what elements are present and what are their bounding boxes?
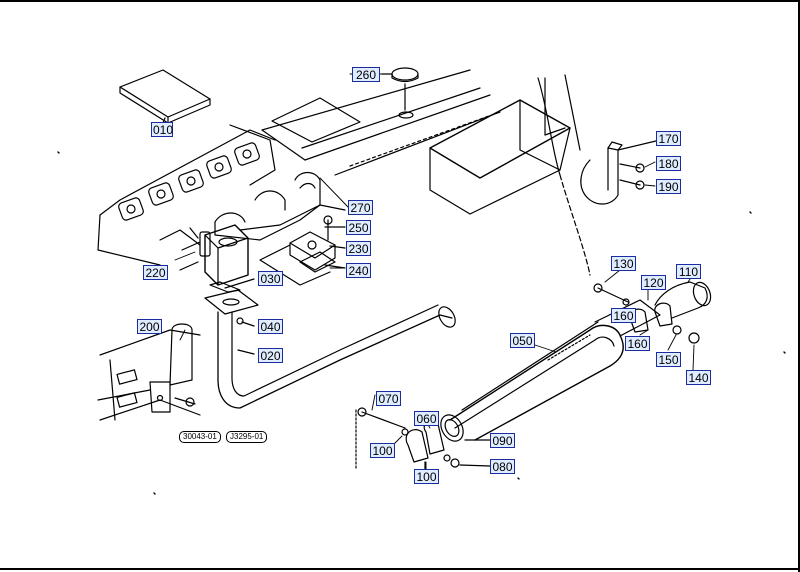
- part-020-exhaust-pipe: [217, 304, 456, 409]
- callout-260[interactable]: 260: [352, 67, 380, 82]
- part-110-tail-pipe: [593, 281, 712, 344]
- callout-230[interactable]: 230: [346, 241, 371, 256]
- part-270-manifold: [214, 171, 346, 241]
- callout-110[interactable]: 110: [676, 264, 701, 279]
- part-030-gasket: [204, 278, 259, 327]
- callout-270[interactable]: 270: [348, 200, 373, 215]
- callout-100-lower[interactable]: 100: [414, 469, 439, 484]
- stray-marks: [57, 151, 786, 495]
- callout-180[interactable]: 180: [656, 156, 681, 171]
- callout-130[interactable]: 130: [611, 256, 636, 271]
- leader-lines: [174, 73, 696, 471]
- callout-160-right[interactable]: 160: [625, 336, 650, 351]
- part-050-muffler: [440, 299, 661, 442]
- refcode-right: J3295-01: [226, 431, 268, 443]
- engine-block: [97, 124, 276, 266]
- callout-220[interactable]: 220: [143, 265, 168, 280]
- callout-080[interactable]: 080: [490, 459, 515, 474]
- callout-100-upper[interactable]: 100: [370, 443, 395, 458]
- callout-250[interactable]: 250: [346, 220, 371, 235]
- frame-bottom-border: [0, 568, 800, 570]
- part-060-clamp: [355, 407, 491, 471]
- frame-top-border: [0, 0, 800, 2]
- callout-020[interactable]: 020: [258, 348, 283, 363]
- callout-040[interactable]: 040: [258, 319, 283, 334]
- body-frame-panel: [261, 69, 501, 176]
- callout-060[interactable]: 060: [414, 411, 439, 426]
- part-230-flange: [259, 215, 346, 286]
- callout-190[interactable]: 190: [656, 179, 681, 194]
- callout-160-left[interactable]: 160: [611, 308, 636, 323]
- callout-030[interactable]: 030: [258, 271, 283, 286]
- callout-120[interactable]: 120: [641, 275, 666, 290]
- callout-070[interactable]: 070: [376, 391, 401, 406]
- callout-050[interactable]: 050: [510, 333, 535, 348]
- callout-010[interactable]: 010: [151, 122, 174, 137]
- refcode-left: 30043-01: [179, 431, 221, 443]
- frame-right-border: [798, 0, 800, 572]
- callout-140[interactable]: 140: [686, 370, 711, 385]
- part-200-bracket: [97, 323, 201, 421]
- part-170-hanger: [580, 139, 661, 205]
- callout-090[interactable]: 090: [490, 433, 515, 448]
- callout-200[interactable]: 200: [137, 319, 162, 334]
- callout-240[interactable]: 240: [346, 263, 371, 278]
- callout-170[interactable]: 170: [656, 131, 681, 146]
- part-220-elbow-flange: [179, 224, 249, 286]
- right-body-panel: [429, 74, 591, 276]
- callout-150[interactable]: 150: [656, 352, 681, 367]
